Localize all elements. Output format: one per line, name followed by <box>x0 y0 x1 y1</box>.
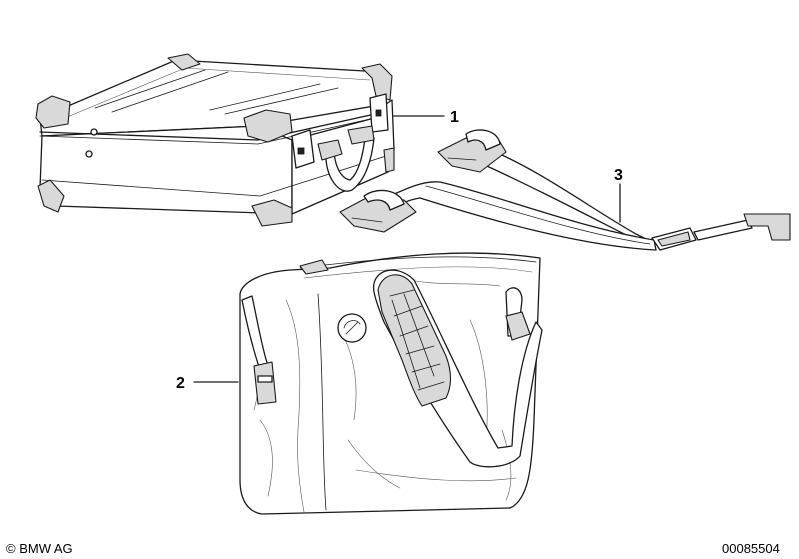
drawing-number: 00085504 <box>722 541 780 556</box>
shoulder-strap <box>339 129 791 251</box>
callout-1: 1 <box>450 109 459 126</box>
copyright-label: © BMW AG <box>6 541 73 556</box>
top-case <box>35 53 395 227</box>
callout-2: 2 <box>176 375 185 392</box>
inner-bag <box>239 252 543 515</box>
callout-3: 3 <box>614 167 623 184</box>
